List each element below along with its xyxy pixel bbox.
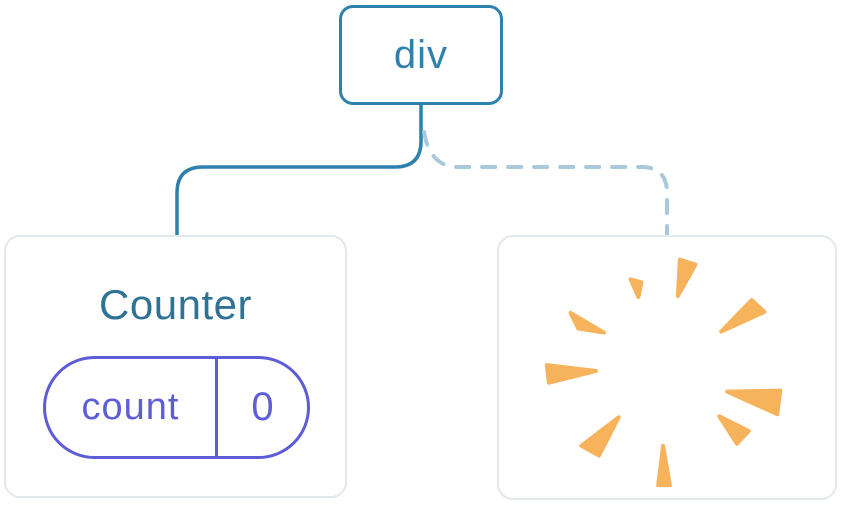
node-counter: Counter count 0 [4,235,347,498]
node-removed [497,235,837,500]
poof-rays [544,257,783,488]
poof-icon [544,257,783,488]
state-name: count [46,359,218,456]
connector-solid-line [175,101,423,238]
node-div-label: div [393,32,449,77]
counter-title: Counter [99,281,252,328]
state-pill: count 0 [43,356,310,459]
state-value: 0 [251,385,274,429]
connector-dashed-line [422,130,669,239]
node-div: div [339,5,503,105]
